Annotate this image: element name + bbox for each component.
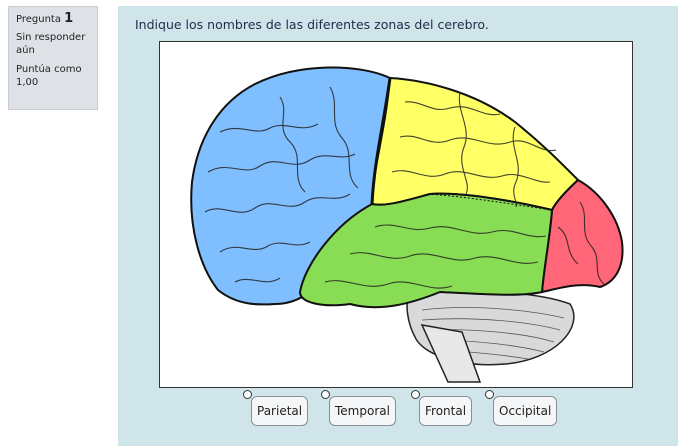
- drop-marker-pin: [485, 390, 494, 399]
- drag-item-wrapper: Temporal: [321, 390, 396, 426]
- drop-marker-pin: [243, 390, 252, 399]
- drag-item-wrapper: Occipital: [485, 390, 558, 426]
- choice-temporal[interactable]: Temporal: [329, 396, 396, 426]
- question-content: Indique los nombres de las diferentes zo…: [118, 6, 678, 446]
- choice-frontal[interactable]: Frontal: [419, 396, 473, 426]
- brain-diagram-drop-area[interactable]: [159, 41, 633, 388]
- question-state: Sin responder aún: [16, 32, 86, 56]
- question-label: Pregunta: [16, 14, 61, 25]
- question-number: Pregunta 1: [16, 12, 90, 27]
- brain-illustration: [190, 66, 624, 383]
- question-grade: Puntúa como 1,00: [16, 64, 82, 88]
- choice-occipital[interactable]: Occipital: [493, 396, 558, 426]
- choice-parietal[interactable]: Parietal: [251, 396, 309, 426]
- drag-item-wrapper: Parietal: [243, 390, 309, 426]
- question-text: Indique los nombres de las diferentes zo…: [135, 17, 489, 32]
- drop-marker-pin: [321, 390, 330, 399]
- question-info-panel: Pregunta 1 Sin responder aún Puntúa como…: [8, 6, 98, 110]
- question-number-value: 1: [64, 11, 74, 26]
- drop-marker-pin: [411, 390, 420, 399]
- drag-item-wrapper: Frontal: [411, 390, 473, 426]
